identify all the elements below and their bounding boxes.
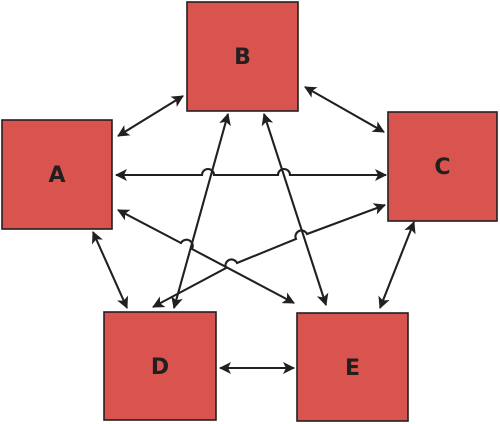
node-c[interactable]: C xyxy=(387,111,498,222)
edge-a-c xyxy=(115,167,387,181)
node-d-box xyxy=(103,311,217,421)
node-b-label: B xyxy=(234,45,251,70)
node-a[interactable]: A xyxy=(1,119,113,230)
node-a-label: A xyxy=(48,163,65,188)
node-d-label: D xyxy=(151,355,169,380)
node-e-label: E xyxy=(345,356,360,381)
edge-a-e xyxy=(117,209,295,304)
node-e[interactable]: E xyxy=(296,312,409,422)
edge-b-e xyxy=(261,113,329,306)
node-b-box xyxy=(186,1,299,112)
node-e-box xyxy=(296,312,409,422)
edges-layer xyxy=(92,86,416,374)
node-c-label: C xyxy=(434,155,450,180)
node-d[interactable]: D xyxy=(103,311,217,421)
edge-b-d xyxy=(171,113,231,309)
node-b[interactable]: B xyxy=(186,1,299,112)
edge-c-e xyxy=(378,221,416,309)
edge-b-c xyxy=(304,86,385,133)
edge-a-d xyxy=(92,231,128,309)
node-c-box xyxy=(387,111,498,222)
edge-a-b xyxy=(117,95,184,137)
node-a-box xyxy=(1,119,113,230)
